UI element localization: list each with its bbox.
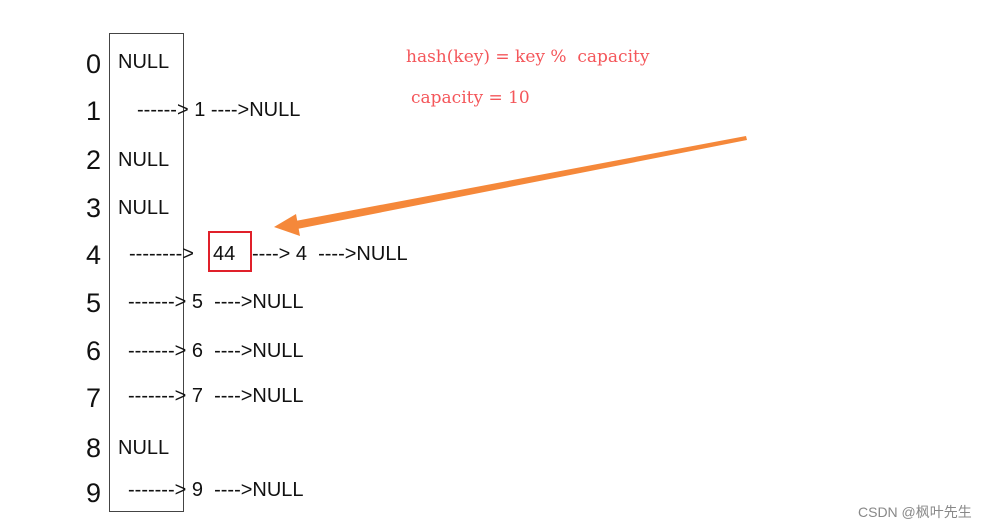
arrow-shaft [290,136,747,230]
index-7: 7 [86,383,102,413]
capacity-formula: capacity = 10 [411,88,530,108]
bucket-7: -------> 7 ---->NULL [128,385,304,407]
index-5: 5 [86,288,102,318]
bucket-4: --------> [129,243,194,265]
highlighted-key: 44 [213,243,236,265]
watermark: CSDN @枫叶先生 [858,504,972,520]
index-9: 9 [86,478,102,508]
bucket-4-chain: ----> 4 ---->NULL [252,243,408,265]
index-1: 1 [86,96,102,126]
arrow-head [274,214,300,236]
highlight-box [208,231,252,272]
index-4: 4 [86,240,102,270]
bucket-8: NULL [118,437,170,459]
bucket-2: NULL [118,149,170,171]
bucket-9: -------> 9 ---->NULL [128,479,304,501]
bucket-5: -------> 5 ---->NULL [128,291,304,313]
bucket-3: NULL [118,197,170,219]
bucket-0: NULL [118,51,170,73]
index-3: 3 [86,193,102,223]
hash-table-array [109,33,184,512]
bucket-6: -------> 6 ---->NULL [128,340,304,362]
index-8: 8 [86,433,102,463]
bucket-1: ------> 1 ---->NULL [137,99,301,121]
index-6: 6 [86,336,102,366]
index-2: 2 [86,145,102,175]
hash-formula: hash(key) = key % capacity [406,47,650,67]
index-0: 0 [86,49,102,79]
